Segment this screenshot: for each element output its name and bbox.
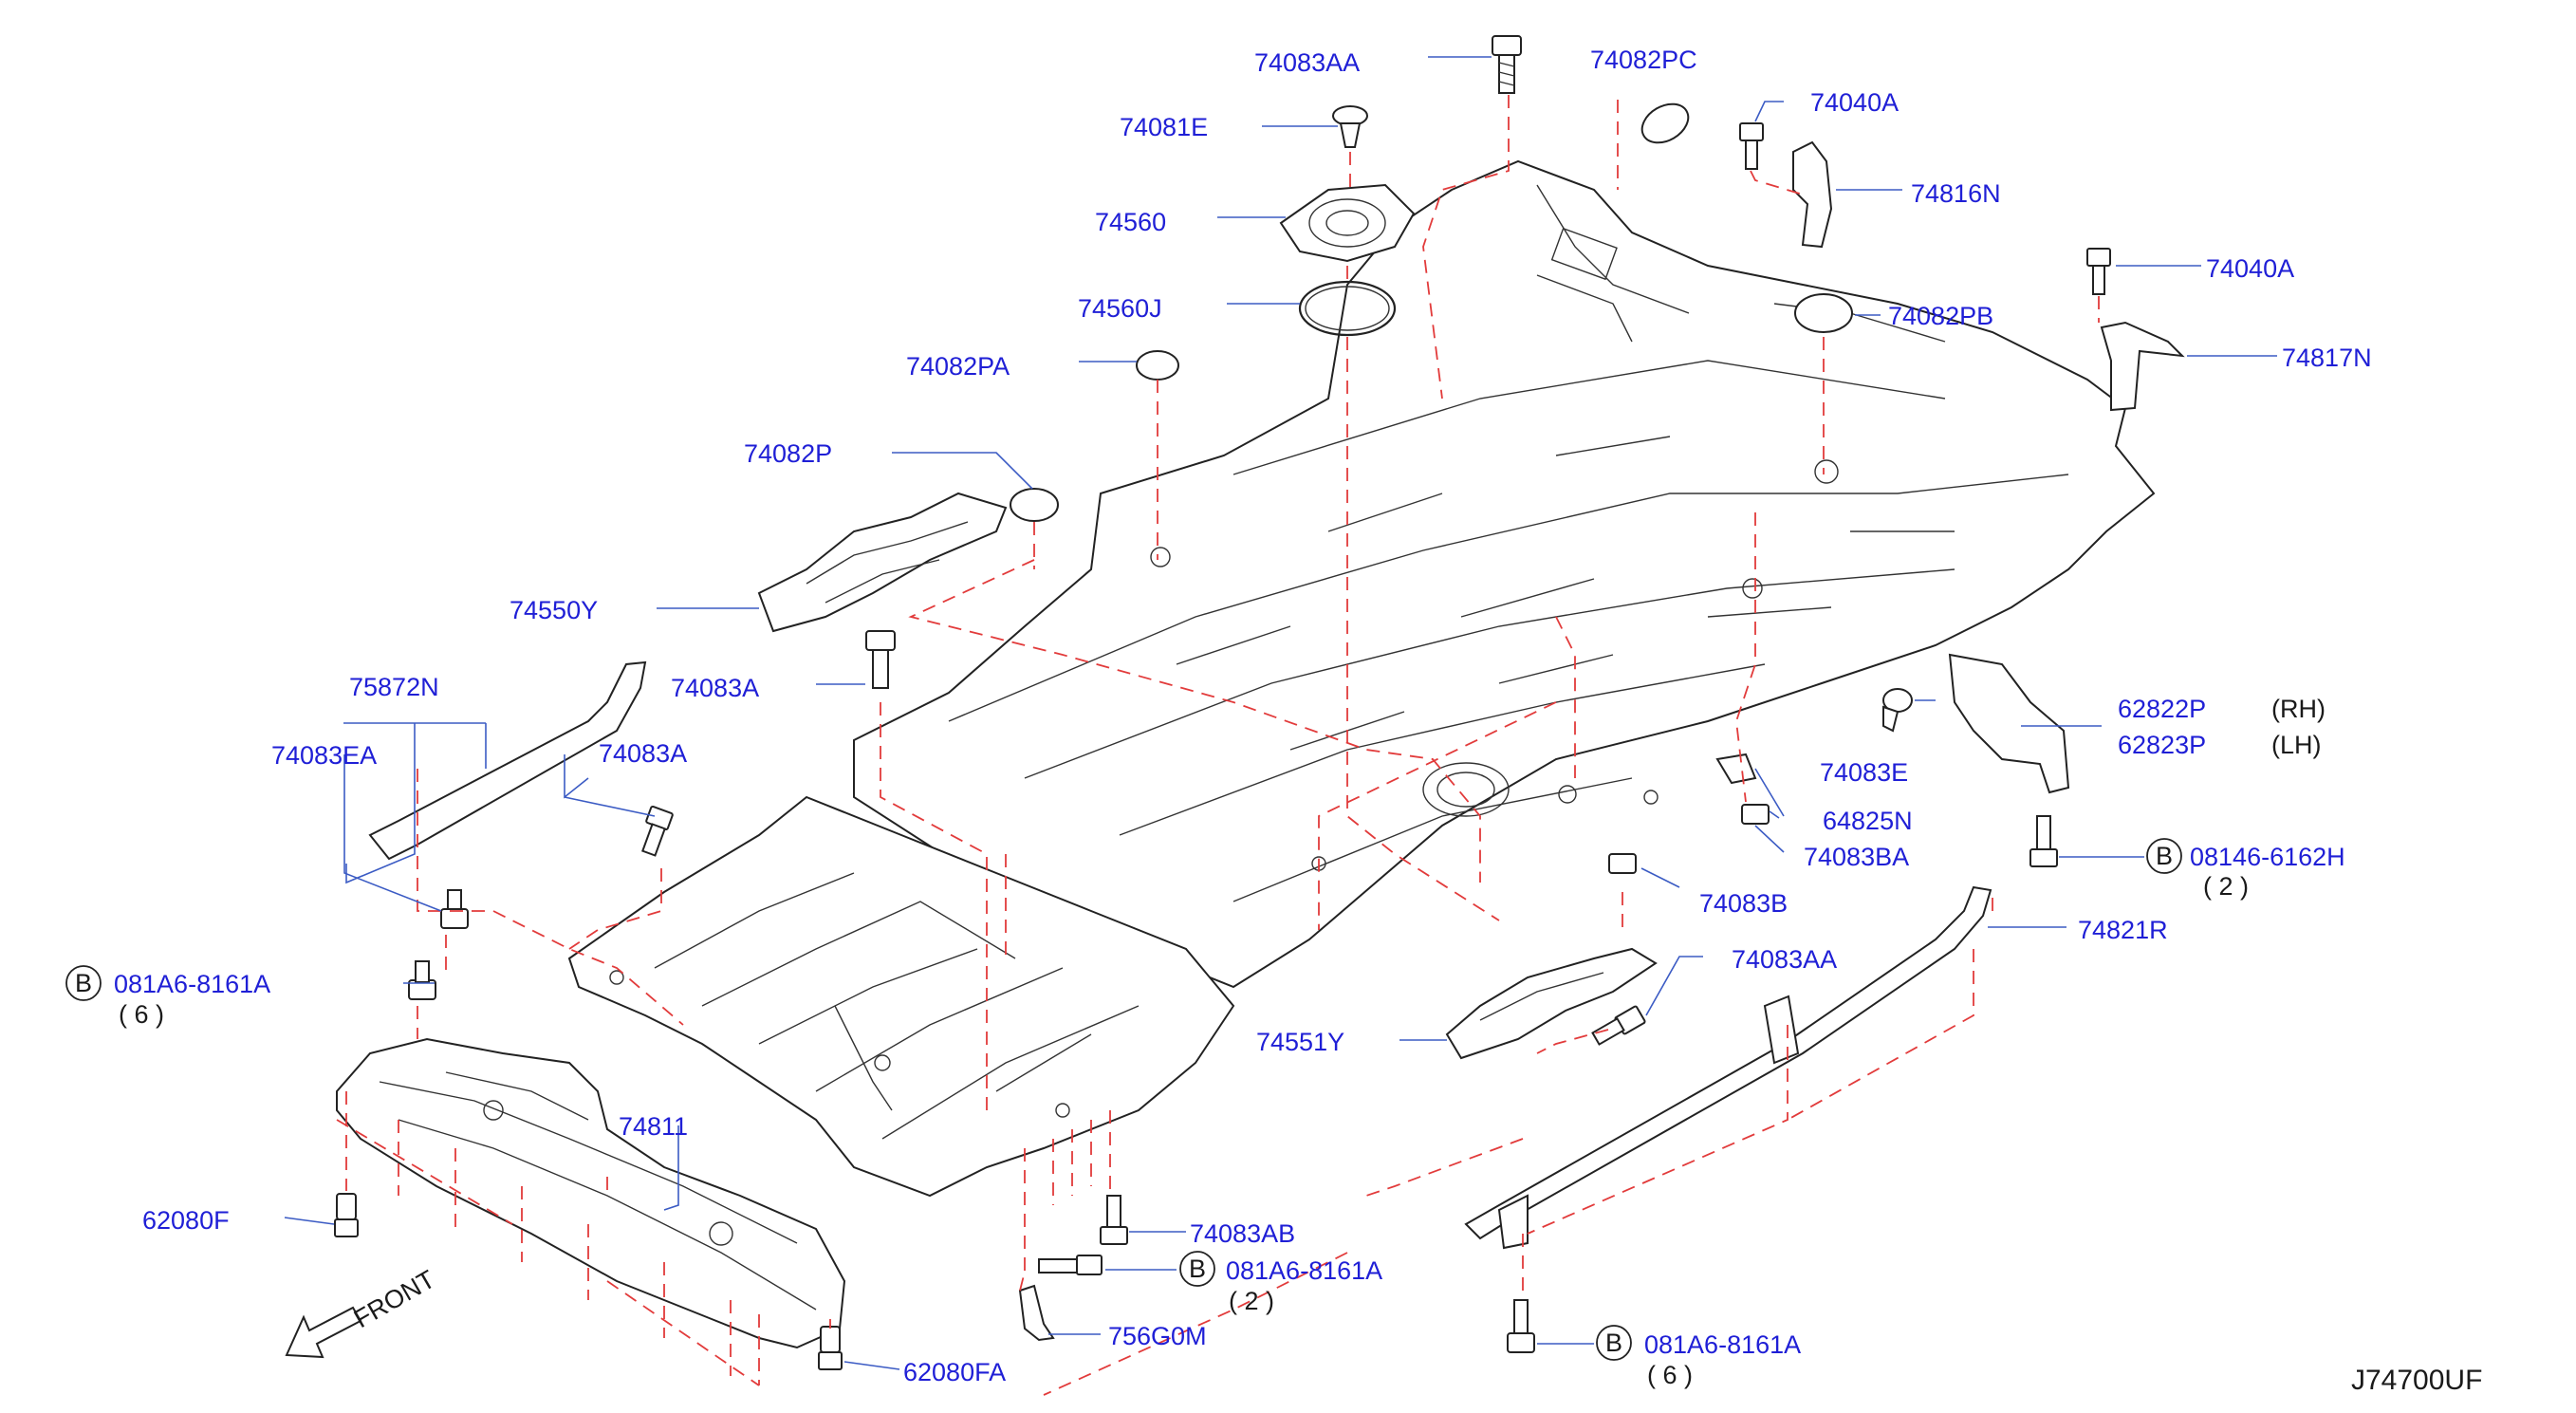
svg-text:B: B bbox=[75, 969, 92, 997]
bolt-74083a-2 bbox=[641, 806, 674, 857]
label-74821r: 74821R bbox=[2078, 916, 2168, 944]
label-74083aa-mid: 74083AA bbox=[1732, 945, 1837, 974]
label-62080fa: 62080FA bbox=[903, 1358, 1006, 1386]
label-74083ab: 74083AB bbox=[1190, 1219, 1295, 1248]
front-label: FRONT bbox=[349, 1265, 440, 1333]
bolt-74083aa-top bbox=[1492, 35, 1522, 94]
label-74082pa: 74082PA bbox=[906, 352, 1010, 381]
label-74083b: 74083B bbox=[1699, 889, 1788, 918]
label-081a6-left-qty: ( 6 ) bbox=[119, 1000, 164, 1029]
label-75872n: 75872N bbox=[349, 673, 439, 701]
label-74082p: 74082P bbox=[744, 439, 832, 468]
label-74083ea: 74083EA bbox=[271, 741, 377, 770]
bracket-74817n bbox=[2100, 321, 2185, 412]
ring-74560j bbox=[1298, 280, 1397, 337]
label-74083aa-top: 74083AA bbox=[1254, 48, 1360, 77]
bracket-74550y bbox=[757, 492, 1008, 633]
grommet-74082pc bbox=[1640, 102, 1690, 144]
svg-text:B: B bbox=[2156, 842, 2173, 870]
label-62822p: 62822P bbox=[2118, 695, 2206, 723]
panel-62822p bbox=[1948, 653, 2070, 794]
clip-64825n bbox=[1715, 753, 1757, 785]
cover-74560 bbox=[1279, 183, 1416, 263]
label-74560: 74560 bbox=[1095, 208, 1166, 236]
label-74550y: 74550Y bbox=[510, 596, 598, 624]
label-081a6-right: 081A6-8161A bbox=[1644, 1330, 1801, 1359]
bolt-081a6-mid bbox=[1038, 1255, 1103, 1275]
label-081a6-mid: 081A6-8161A bbox=[1226, 1256, 1382, 1285]
bolt-081a6-left bbox=[408, 960, 436, 1000]
front-floor-panel bbox=[567, 795, 1235, 1198]
bar-75872n bbox=[368, 660, 647, 861]
label-74040a-2: 74040A bbox=[2206, 254, 2294, 283]
label-74081e: 74081E bbox=[1120, 113, 1208, 141]
bolt-74040a-2 bbox=[2086, 248, 2111, 295]
label-08146: 08146-6162H bbox=[2190, 843, 2345, 871]
label-081a6-left: 081A6-8161A bbox=[114, 970, 270, 998]
label-62823p: 62823P bbox=[2118, 731, 2206, 759]
label-74082pc: 74082PC bbox=[1590, 46, 1697, 74]
label-62823p-side: (LH) bbox=[2271, 731, 2322, 759]
label-74817n: 74817N bbox=[2282, 344, 2372, 372]
bolt-74083aa-mid bbox=[1591, 1005, 1646, 1046]
bar-74821r bbox=[1464, 885, 1992, 1250]
clip-62080f bbox=[334, 1193, 359, 1237]
svg-text:B: B bbox=[1189, 1255, 1206, 1283]
cover-74811 bbox=[336, 1037, 846, 1349]
nut-74083b bbox=[1608, 853, 1637, 874]
label-74816n: 74816N bbox=[1911, 179, 2001, 208]
grommet-74082pb bbox=[1794, 293, 1853, 333]
floor-panel bbox=[853, 159, 2156, 989]
label-62080f: 62080F bbox=[142, 1206, 230, 1235]
assembly-lines bbox=[336, 95, 2100, 1396]
clip-74083e bbox=[1882, 688, 1913, 733]
bracket-74551y bbox=[1445, 947, 1658, 1060]
bolt-081a6-right bbox=[1507, 1299, 1535, 1353]
bracket-756g0m bbox=[1018, 1284, 1055, 1342]
clip-74081e bbox=[1332, 105, 1368, 148]
label-74551y: 74551Y bbox=[1256, 1028, 1344, 1056]
label-74083a-1: 74083A bbox=[671, 674, 759, 702]
label-74083e: 74083E bbox=[1820, 758, 1908, 787]
bolt-symbol-left: B bbox=[65, 965, 102, 1001]
label-62822p-side: (RH) bbox=[2271, 695, 2326, 723]
grommet-74082p bbox=[1010, 488, 1059, 522]
part-labels: 74083AA 74082PC 74081E 74040A 74816N 745… bbox=[114, 46, 2372, 1389]
label-74082pb: 74082PB bbox=[1888, 302, 1993, 330]
leader-lines bbox=[284, 56, 2277, 1370]
grommet-74082pa bbox=[1136, 350, 1179, 381]
label-081a6-right-qty: ( 6 ) bbox=[1647, 1361, 1693, 1389]
label-74083ba: 74083BA bbox=[1804, 843, 1909, 871]
label-756g0m: 756G0M bbox=[1108, 1322, 1207, 1350]
label-74083a-2: 74083A bbox=[599, 739, 687, 768]
label-08146-qty: ( 2 ) bbox=[2203, 872, 2249, 901]
front-arrow-icon bbox=[285, 1306, 362, 1359]
svg-text:B: B bbox=[1605, 1329, 1622, 1357]
bolt-08146 bbox=[2029, 815, 2058, 867]
bolt-74040a-1 bbox=[1739, 122, 1764, 170]
bolt-74083a-1 bbox=[865, 630, 896, 689]
label-74560j: 74560J bbox=[1078, 294, 1162, 323]
label-081a6-mid-qty: ( 2 ) bbox=[1229, 1287, 1274, 1315]
drawing-code: J74700UF bbox=[2351, 1365, 2482, 1396]
bolt-symbol-right-upper: B bbox=[2146, 838, 2182, 874]
nut-74083ba bbox=[1741, 804, 1770, 825]
bolt-symbol-right-lower: B bbox=[1596, 1325, 1632, 1361]
bolt-symbol-mid: B bbox=[1179, 1251, 1215, 1287]
label-74040a-1: 74040A bbox=[1810, 88, 1899, 117]
bracket-74816n bbox=[1792, 140, 1833, 249]
label-74811: 74811 bbox=[619, 1112, 688, 1141]
clip-62080fa bbox=[818, 1326, 843, 1370]
label-64825n: 64825N bbox=[1823, 807, 1913, 835]
bolt-74083ab bbox=[1100, 1195, 1128, 1245]
nut-74083ea bbox=[440, 889, 469, 929]
